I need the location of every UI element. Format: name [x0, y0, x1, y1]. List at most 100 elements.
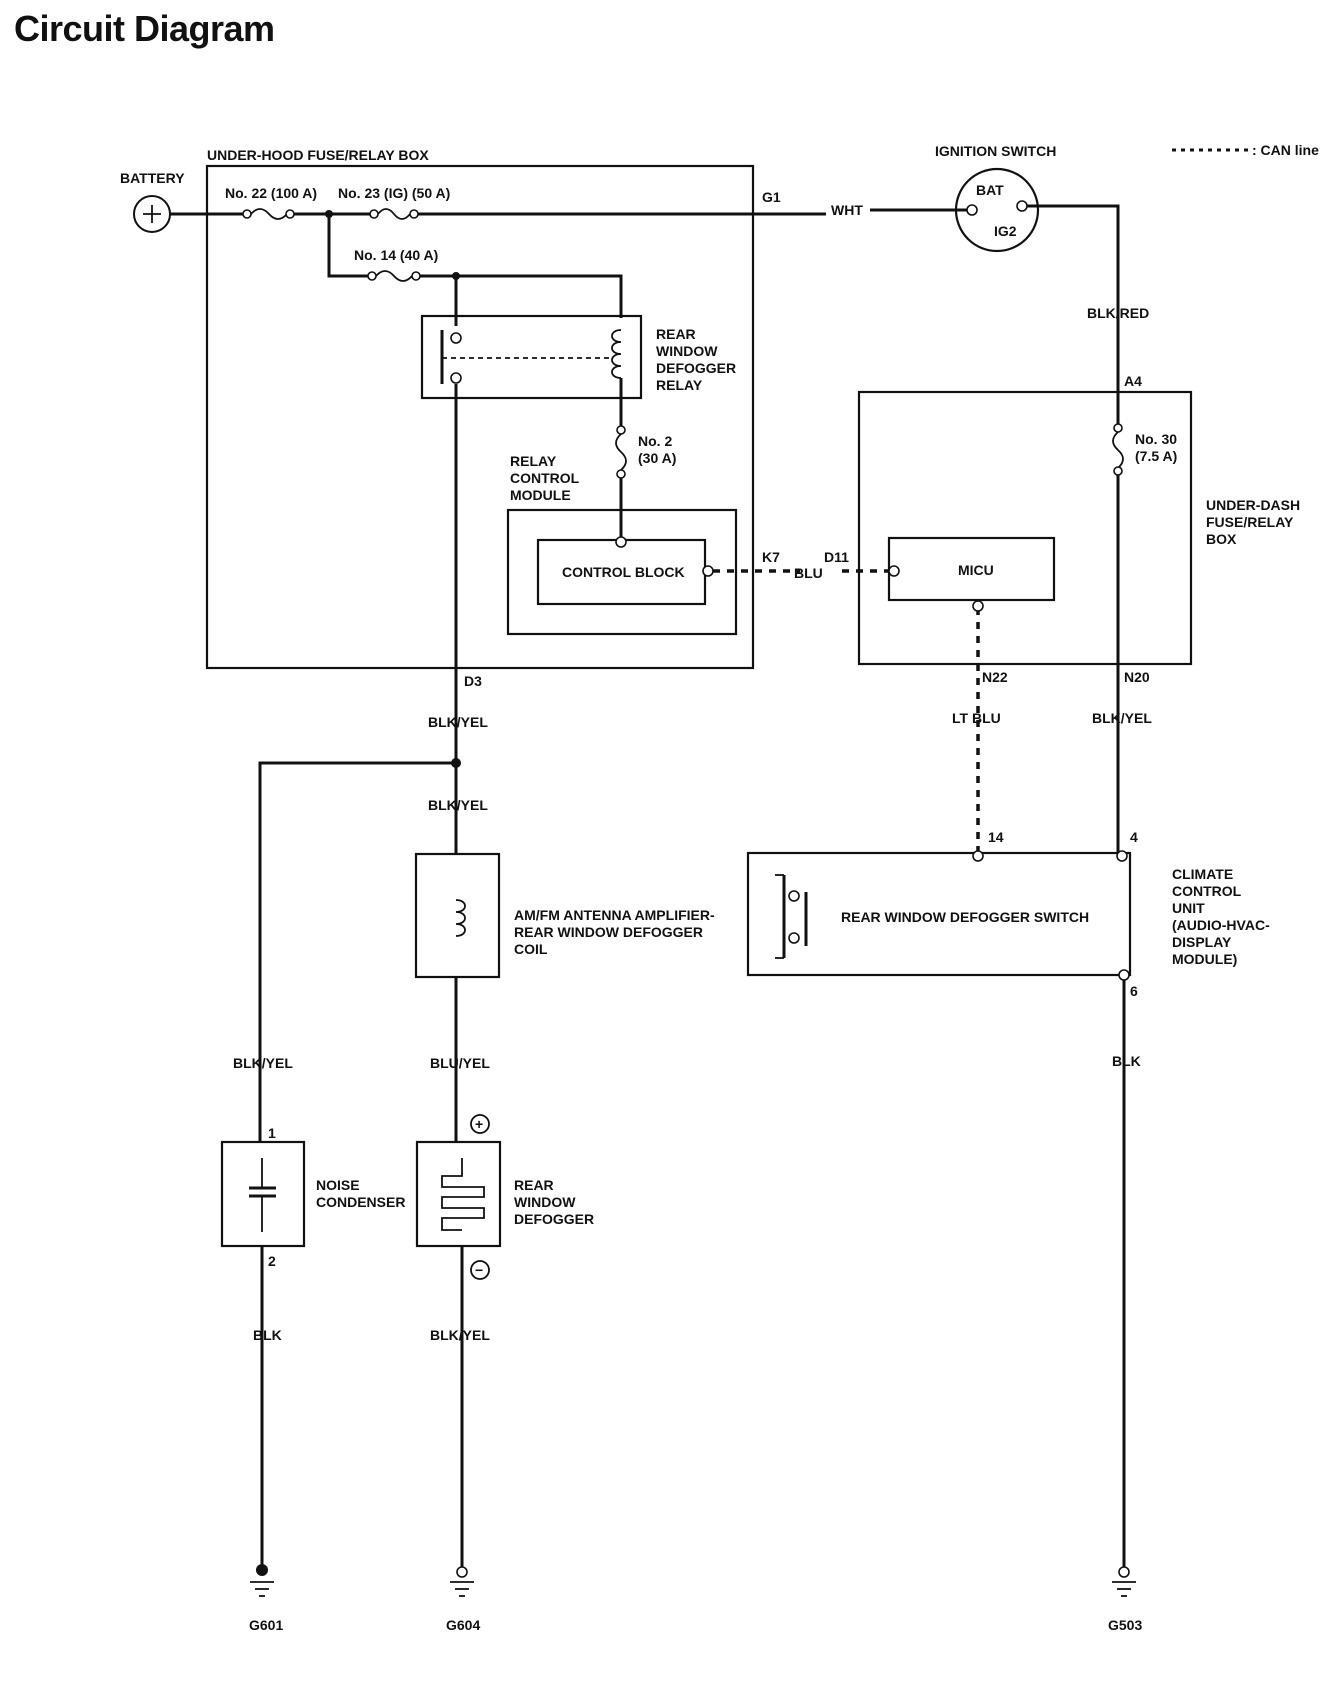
under-hood-fuse-relay-box	[205, 164, 755, 670]
pin-4: 4	[1130, 829, 1138, 845]
fuse-30-label-1: No. 30	[1135, 431, 1177, 447]
ign-bat-label: BAT	[976, 182, 1004, 198]
plus-symbol: +	[475, 1116, 483, 1132]
defogger-label-1: REAR	[514, 1177, 554, 1193]
relay-coil-icon	[611, 329, 622, 379]
under-hood-box-label: UNDER-HOOD FUSE/RELAY BOX	[207, 147, 429, 163]
fuse-2-label-1: No. 2	[638, 433, 672, 449]
fuse-30-label-2: (7.5 A)	[1135, 448, 1177, 464]
ground-g503-label: G503	[1108, 1617, 1142, 1633]
wire-lt-blu: LT BLU	[952, 710, 1001, 726]
wire-blk-g503: BLK	[1112, 1053, 1141, 1069]
pin-14: 14	[988, 829, 1004, 845]
condenser-label-1: NOISE	[316, 1177, 360, 1193]
relay-label-2: WINDOW	[656, 343, 718, 359]
antenna-coil-icon	[455, 899, 466, 937]
fuse-23-symbol	[369, 208, 419, 220]
wire-blk-yel-cond: BLK/YEL	[233, 1055, 293, 1071]
defogger-switch-label: REAR WINDOW DEFOGGER SWITCH	[841, 909, 1089, 925]
wire-blk-yel-n20: BLK/YEL	[1092, 710, 1152, 726]
connector-n22: N22	[982, 669, 1008, 685]
relay-internals	[440, 329, 622, 384]
fuse-23-label: No. 23 (IG) (50 A)	[338, 185, 450, 201]
plus-terminal-icon	[470, 1114, 490, 1134]
relay-label-1: REAR	[656, 326, 696, 342]
ground-g601-icon	[250, 1564, 274, 1597]
wht-label-bg	[828, 200, 868, 218]
legend: : CAN line	[1172, 142, 1319, 158]
connector-g1: G1	[762, 189, 781, 205]
pin-1: 1	[268, 1125, 276, 1141]
ign-ig2-label: IG2	[994, 223, 1017, 239]
connector-d11: D11	[824, 549, 849, 565]
minus-symbol: −	[475, 1262, 483, 1278]
defogger-switch-icon	[775, 874, 808, 959]
climate-label-2: CONTROL	[1172, 883, 1242, 899]
wire-blk-yel-defog: BLK/YEL	[430, 1327, 490, 1343]
fuses	[242, 208, 1124, 479]
pin-2: 2	[268, 1253, 276, 1269]
battery	[133, 195, 171, 233]
junction-dot	[325, 210, 333, 218]
ground-g503-icon	[1112, 1566, 1136, 1597]
climate-label-4: (AUDIO-HVAC-	[1172, 917, 1270, 933]
condenser-label-2: CONDENSER	[316, 1194, 405, 1210]
wire-blk-yel-d3: BLK/YEL	[428, 714, 488, 730]
wire-blk-red: BLK/RED	[1087, 305, 1149, 321]
capacitor-icon	[249, 1158, 276, 1232]
under-dash-label-3: BOX	[1206, 531, 1237, 547]
relay-label-3: DEFOGGER	[656, 360, 736, 376]
fuse-14-symbol	[367, 270, 421, 282]
rear-window-defogger	[415, 1140, 502, 1248]
coil-label-1: AM/FM ANTENNA AMPLIFIER-	[514, 907, 715, 923]
junction-dot	[451, 758, 461, 768]
fuse-22-label: No. 22 (100 A)	[225, 185, 317, 201]
can-lines	[713, 569, 980, 854]
fuse-2-label-2: (30 A)	[638, 450, 676, 466]
micu-label: MICU	[958, 562, 994, 578]
noise-condenser	[220, 1140, 306, 1248]
battery-label: BATTERY	[120, 170, 185, 186]
ground-g604-label: G604	[446, 1617, 480, 1633]
wire-blk-cond: BLK	[253, 1327, 282, 1343]
connector-n20: N20	[1124, 669, 1150, 685]
minus-terminal-icon	[470, 1260, 490, 1280]
page-title: Circuit Diagram	[14, 8, 275, 49]
coil-label-3: COIL	[514, 941, 548, 957]
rcm-label-3: MODULE	[510, 487, 571, 503]
coil-label-2: REAR WINDOW DEFOGGER	[514, 924, 703, 940]
rcm-label-1: RELAY	[510, 453, 557, 469]
legend-can-line: : CAN line	[1252, 142, 1319, 158]
control-block-label: CONTROL BLOCK	[562, 564, 685, 580]
fuse-30-symbol	[1112, 423, 1124, 476]
wire-blu: BLU	[794, 565, 823, 581]
ignition-switch	[954, 167, 1040, 253]
climate-control-unit	[746, 851, 1132, 977]
ground-g601-label: G601	[249, 1617, 283, 1633]
climate-label-5: DISPLAY	[1172, 934, 1232, 950]
fuse-14-label: No. 14 (40 A)	[354, 247, 438, 263]
climate-label-3: UNIT	[1172, 900, 1205, 916]
heater-grid-icon	[441, 1158, 485, 1231]
relay-label-4: RELAY	[656, 377, 703, 393]
climate-label-6: MODULE)	[1172, 951, 1237, 967]
wiring	[170, 204, 1126, 1568]
defogger-label-2: WINDOW	[514, 1194, 576, 1210]
under-dash-fuse-relay-box	[857, 390, 1193, 666]
wire-blu-yel: BLU/YEL	[430, 1055, 490, 1071]
climate-label-1: CLIMATE	[1172, 866, 1233, 882]
fuse-22-symbol	[242, 208, 295, 220]
pin-6: 6	[1130, 983, 1138, 999]
connector-d3: D3	[464, 673, 482, 689]
connector-a4: A4	[1124, 373, 1142, 389]
wire-wht: WHT	[831, 202, 863, 218]
under-dash-label-2: FUSE/RELAY	[1206, 514, 1294, 530]
defogger-relay	[420, 314, 643, 400]
ground-g604-icon	[450, 1566, 474, 1597]
junction-dot	[452, 272, 460, 280]
ignition-switch-label: IGNITION SWITCH	[935, 143, 1056, 159]
defogger-label-3: DEFOGGER	[514, 1211, 594, 1227]
wire-blk-yel-coil: BLK/YEL	[428, 797, 488, 813]
fuse-2-symbol	[615, 425, 627, 479]
